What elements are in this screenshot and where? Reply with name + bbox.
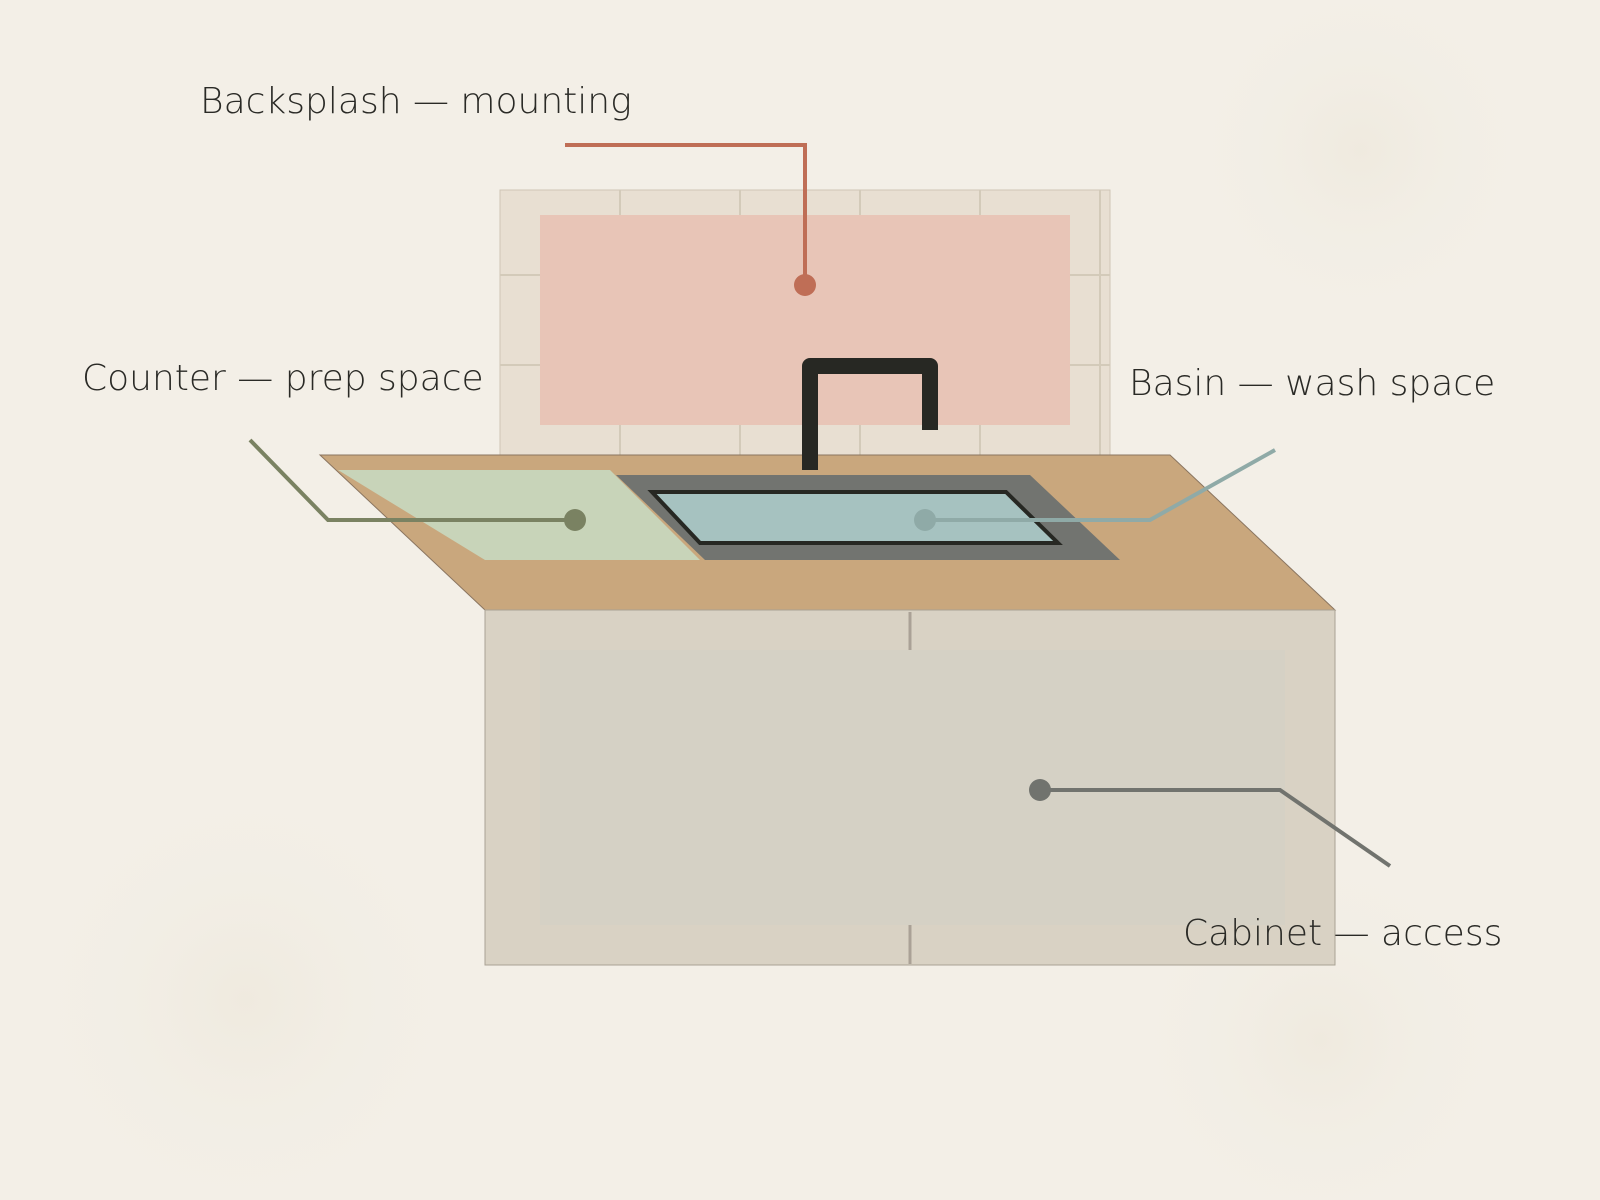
- marker-counter: [564, 509, 586, 531]
- callout-backsplash: [565, 143, 816, 296]
- background-texture: [15, 770, 475, 1200]
- label-cabinet: Cabinet — access: [1183, 913, 1502, 954]
- leader-line-counter: [248, 438, 575, 522]
- label-counter: Counter — prep space: [82, 358, 484, 399]
- marker-cabinet: [1029, 779, 1051, 801]
- marker-basin: [914, 509, 936, 531]
- cabinet-access-zone: [540, 650, 1285, 925]
- callout-counter: [248, 438, 586, 531]
- marker-backsplash: [794, 274, 816, 296]
- sink: [616, 475, 1120, 560]
- leader-line-cabinet: [1040, 788, 1392, 868]
- leader-line-backsplash: [565, 143, 807, 285]
- faucet-icon: [802, 358, 938, 470]
- leader-line-basin: [925, 448, 1276, 522]
- label-basin: Basin — wash space: [1129, 363, 1495, 404]
- background-texture: [1180, 0, 1540, 330]
- counter-prep-zone: [338, 470, 700, 560]
- cabinet: [484, 609, 1336, 966]
- callout-cabinet: [1029, 779, 1392, 868]
- sink-basin: [647, 490, 1063, 545]
- label-backsplash: Backsplash — mounting: [200, 81, 632, 122]
- callout-basin: [914, 448, 1276, 531]
